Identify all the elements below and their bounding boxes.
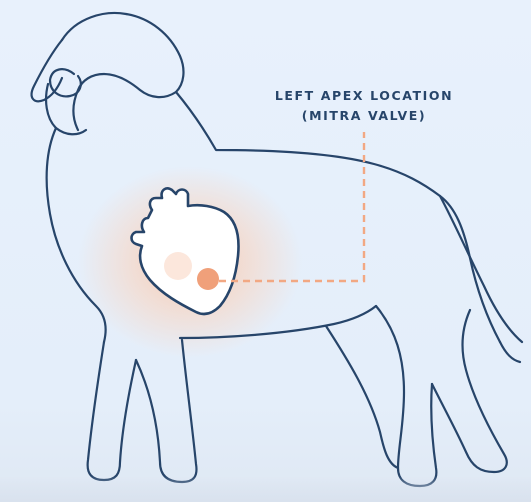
callout-line-2: (MITRA VALVE) (246, 106, 482, 126)
dog-front-leg-far (136, 340, 196, 482)
dog-front-leg-near (88, 342, 136, 480)
apex-callout: LEFT APEX LOCATION (MITRA VALVE) (246, 86, 482, 126)
dog-head (62, 13, 183, 130)
dog-tail (440, 196, 522, 342)
floor-shadow (0, 476, 531, 502)
apex-dot-icon (197, 268, 219, 290)
dog-hind-inner (326, 326, 398, 468)
dog-hind-leg-near (376, 306, 436, 486)
heart-left-atrium (164, 252, 192, 280)
dog-nose (50, 69, 81, 96)
callout-line-1: LEFT APEX LOCATION (246, 86, 482, 106)
dog-muzzle (46, 84, 86, 134)
dog-tail-under (500, 342, 520, 362)
